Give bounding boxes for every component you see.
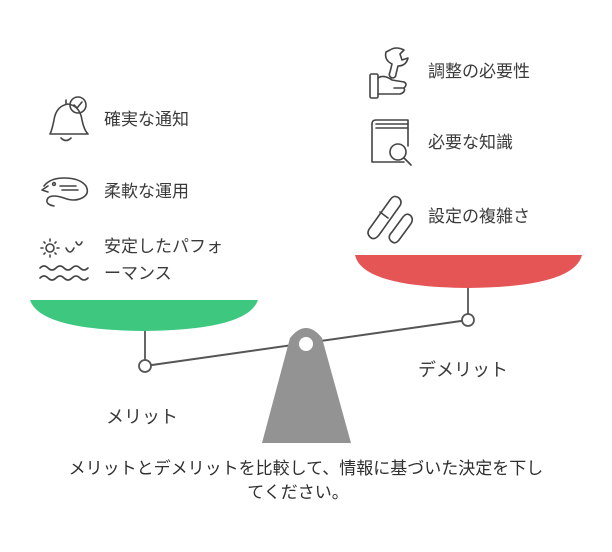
demerit-item-label: 調整の必要性 [428,62,530,82]
merit-side-label: メリット [106,407,178,428]
merit-item-label: ーマンス [104,264,172,284]
book-magnifier-icon [371,119,412,166]
demerit-pan [355,255,582,288]
fulcrum-pivot [299,337,313,351]
demerit-pan-joint [461,313,475,327]
merit-item-label: 柔軟な運用 [104,182,189,202]
wrench-hand-icon [369,47,409,99]
caption-line: メリットとデメリットを比較して、情報に基づいた決定を下し [69,458,544,479]
capsules-icon [367,195,414,244]
demerit-side-label: デメリット [418,360,508,381]
bell-check-icon [49,96,89,142]
caption-line: てください。 [247,483,349,503]
demerit-item-label: 設定の複雑さ [428,207,530,227]
scale-fulcrum [262,328,351,443]
merit-pan-joint [138,359,152,373]
chameleon-icon [41,177,89,207]
merit-item-label: 安定したパフォ [104,237,223,257]
weather-icon [39,238,89,281]
merit-item-label: 確実な通知 [104,110,189,130]
merit-pan [30,300,258,331]
demerit-item-label: 必要な知識 [428,133,513,153]
